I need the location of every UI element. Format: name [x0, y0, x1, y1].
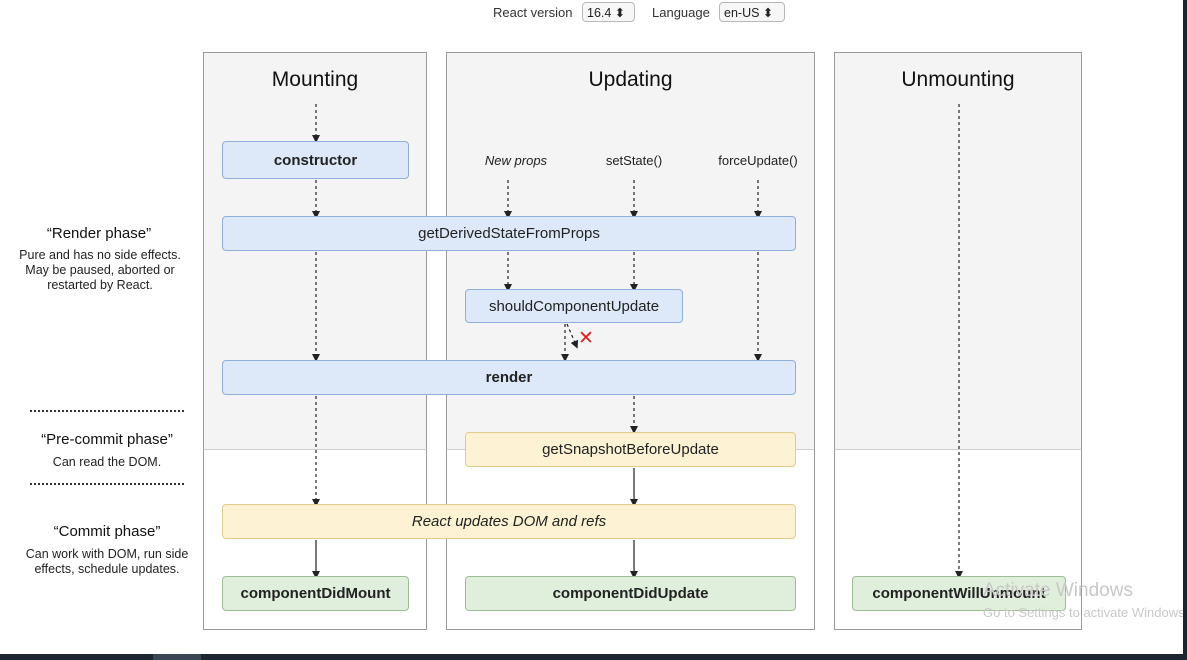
watermark-clip: Go to Settings to activate Windows. [983, 604, 1183, 622]
get-derived-state-box[interactable]: getDerivedStateFromProps [222, 216, 796, 251]
component-did-mount-box[interactable]: componentDidMount [222, 576, 409, 611]
precommit-phase-title: “Pre-commit phase” [41, 431, 173, 448]
taskbar [0, 654, 1187, 660]
render-box[interactable]: render [222, 360, 796, 395]
trigger-new-props: New props [484, 153, 548, 168]
updating-title: Updating [588, 68, 673, 91]
should-component-update-box[interactable]: shouldComponentUpdate [465, 289, 683, 323]
taskbar-item[interactable] [153, 654, 201, 660]
watermark-subtitle: Go to Settings to activate Windows. [983, 605, 1183, 620]
language-label: Language [652, 5, 710, 20]
watermark-title: Activate Windows [983, 580, 1133, 601]
phase-divider [30, 483, 184, 485]
react-version-label: React version [493, 5, 573, 20]
phase-divider [30, 410, 184, 412]
render-phase-description: Pure and has no side effects. May be pau… [19, 248, 181, 292]
react-version-select[interactable]: 16.4 ⬍ [582, 2, 635, 22]
unmounting-title: Unmounting [901, 68, 1015, 91]
constructor-box[interactable]: constructor [222, 141, 409, 179]
commit-phase-title: “Commit phase” [53, 523, 161, 540]
language-select[interactable]: en-US ⬍ [719, 2, 785, 22]
commit-phase-description: Can work with DOM, run side effects, sch… [25, 547, 189, 576]
react-updates-box: React updates DOM and refs [222, 504, 796, 539]
get-snapshot-box[interactable]: getSnapshotBeforeUpdate [465, 432, 796, 467]
precommit-phase-description: Can read the DOM. [52, 455, 162, 469]
render-phase-title: “Render phase” [46, 225, 152, 242]
component-did-update-box[interactable]: componentDidUpdate [465, 576, 796, 611]
cancel-icon: ✕ [578, 328, 594, 349]
window-edge [1183, 0, 1187, 654]
trigger-set-state: setState() [605, 153, 663, 168]
component-will-unmount-box[interactable]: componentWillUnmount [852, 576, 1066, 611]
trigger-force-update: forceUpdate() [718, 153, 798, 168]
mounting-title: Mounting [271, 68, 359, 91]
toolbar: React version 16.4 ⬍ Language en-US ⬍ [0, 0, 1187, 30]
unmounting-column [834, 52, 1082, 450]
